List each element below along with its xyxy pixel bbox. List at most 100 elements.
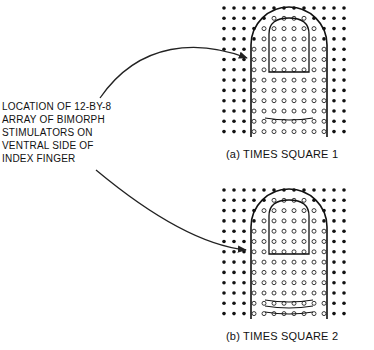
stimulator-dot [282, 68, 286, 72]
stimulator-dot [252, 240, 256, 244]
stimulator-dot [322, 78, 326, 82]
stimulator-dot [292, 229, 296, 233]
stimulator-dot [302, 58, 306, 62]
grid-dot [242, 199, 246, 203]
grid-dot [342, 199, 346, 203]
grid-dot [332, 302, 336, 306]
grid-dot [342, 209, 346, 213]
stimulator-dot [252, 301, 256, 305]
grid-dot [242, 17, 246, 21]
grid-dot [332, 312, 336, 316]
stimulator-dot [322, 99, 326, 103]
grid-dot [342, 260, 346, 264]
grid-dot [232, 291, 236, 295]
stimulator-dot [282, 291, 286, 295]
grid-dot [242, 281, 246, 285]
stimulator-dot [252, 229, 256, 233]
stimulator-dot [322, 301, 326, 305]
stimulator-dot [302, 301, 306, 305]
stimulator-dot [252, 58, 256, 62]
stimulator-dot [312, 27, 316, 31]
grid-dot [232, 47, 236, 51]
stimulator-dot [322, 260, 326, 264]
grid-dot [262, 188, 266, 192]
grid-dot [252, 219, 256, 223]
stimulator-dot [292, 260, 296, 264]
grid-dot [342, 312, 346, 316]
stimulator-dot [262, 240, 266, 244]
grid-dot [222, 291, 226, 295]
stimulator-dot [312, 281, 316, 285]
grid-dot [342, 37, 346, 41]
grid-dot [342, 78, 346, 82]
grid-dot [332, 199, 336, 203]
grid-dot [242, 219, 246, 223]
grid-dot [222, 209, 226, 213]
grid-dot [222, 281, 226, 285]
stimulator-dot [302, 229, 306, 233]
grid-dot [222, 229, 226, 233]
stimulator-dot [282, 229, 286, 233]
stimulator-dot [322, 68, 326, 72]
stimulator-dot [292, 27, 296, 31]
stimulator-dot [262, 209, 266, 213]
stimulator-dot [302, 130, 306, 134]
stimulator-dot [302, 270, 306, 274]
grid-dot [342, 120, 346, 124]
grid-dot [242, 209, 246, 213]
stimulator-dot [272, 291, 276, 295]
grid-dot [332, 240, 336, 244]
stimulator-dot [322, 229, 326, 233]
grid-dot [252, 17, 256, 21]
stimulator-dot [302, 281, 306, 285]
stimulator-dot [292, 219, 296, 223]
grid-dot [232, 120, 236, 124]
grid-dot [232, 37, 236, 41]
grid-dot [232, 302, 236, 306]
stimulator-dot [272, 260, 276, 264]
grid-dot [332, 291, 336, 295]
grid-dot [332, 68, 336, 72]
stimulator-dot [272, 109, 276, 113]
stimulator-dot [282, 58, 286, 62]
finger-crease [265, 300, 313, 302]
stimulator-dot [322, 130, 326, 134]
stimulator-dot [262, 58, 266, 62]
leader-arrow [100, 47, 247, 98]
stimulator-dot [322, 58, 326, 62]
grid-dot [242, 260, 246, 264]
stimulator-dot [302, 119, 306, 123]
stimulator-dot [302, 209, 306, 213]
grid-dot [332, 130, 336, 134]
stimulator-dot [312, 78, 316, 82]
grid-dot [332, 209, 336, 213]
stimulator-dot [282, 219, 286, 223]
grid-dot [332, 260, 336, 264]
stimulator-dot [292, 78, 296, 82]
grid-dot [322, 188, 326, 192]
grid-dot [342, 27, 346, 31]
grid-dot [342, 291, 346, 295]
grid-dot [342, 219, 346, 223]
grid-dot [332, 219, 336, 223]
stimulator-dot [292, 58, 296, 62]
stimulator-dot [322, 47, 326, 51]
grid-dot [332, 281, 336, 285]
stimulator-dot [272, 119, 276, 123]
grid-dot [332, 47, 336, 51]
stimulator-dot [312, 130, 316, 134]
grid-dot [232, 271, 236, 275]
stimulator-dot [272, 47, 276, 51]
grid-dot [252, 6, 256, 10]
stimulator-dot [302, 27, 306, 31]
stimulator-dot [272, 99, 276, 103]
stimulator-dot [282, 209, 286, 213]
stimulator-dot [312, 209, 316, 213]
stimulator-dot [312, 109, 316, 113]
finger-crease [265, 306, 313, 308]
stimulator-dot [252, 260, 256, 264]
grid-dot [242, 58, 246, 62]
stimulator-dot [262, 47, 266, 51]
stimulator-dot [322, 109, 326, 113]
